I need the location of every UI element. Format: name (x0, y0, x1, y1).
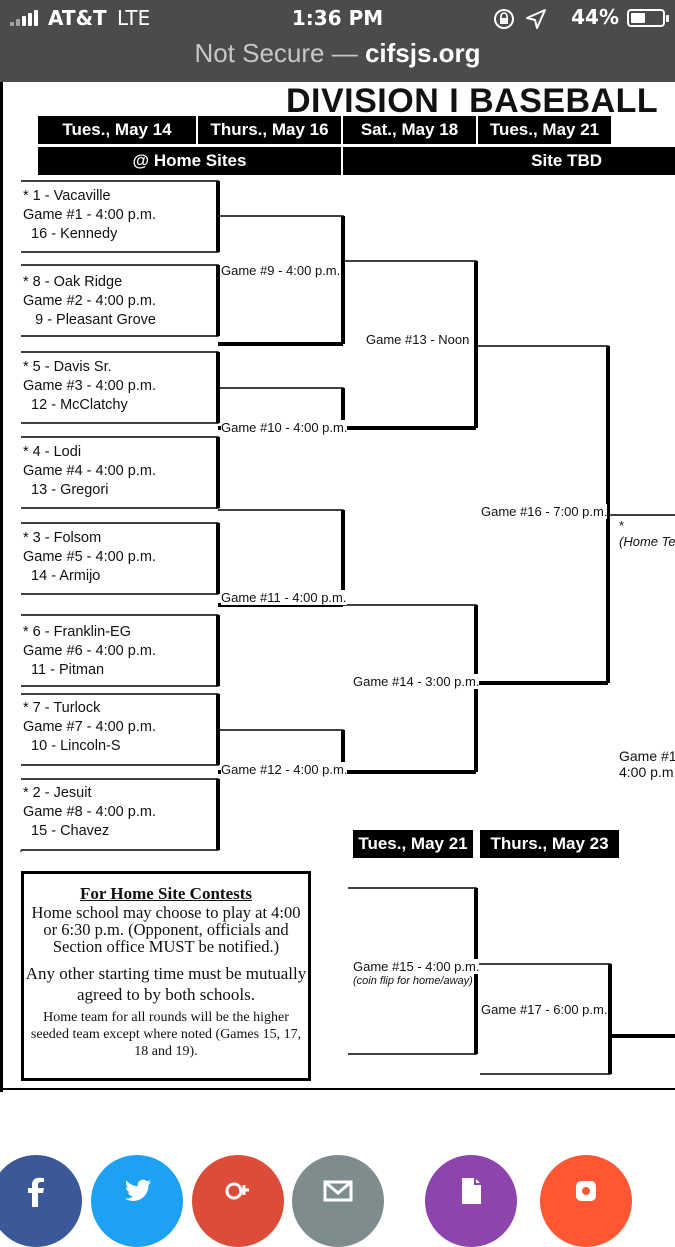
game-12-label: Game #12 - 4:00 p.m. (221, 762, 348, 777)
battery-icon (627, 9, 669, 27)
url-bar[interactable]: Not Secure — cifsjs.org (0, 38, 675, 82)
game-14-label: Game #14 - 3:00 p.m. (353, 674, 480, 689)
carrier-label: AT&T (48, 6, 107, 30)
date-header-lower-may21: Tues., May 21 (353, 830, 473, 858)
date-header-may16: Thurs., May 16 (198, 116, 341, 144)
game-16-label: Game #16 - 7:00 p.m. (481, 504, 608, 519)
date-header-may14: Tues., May 14 (38, 116, 196, 144)
info-paragraph-2: Any other starting time must be mutually… (25, 964, 307, 1004)
battery-percent: 44% (571, 5, 619, 29)
twitter-share-button[interactable] (91, 1155, 183, 1247)
home-team-partial: (Home Te (619, 534, 675, 549)
game-15-note: (coin flip for home/away) (353, 975, 473, 987)
info-heading: For Home Site Contests (79, 884, 253, 903)
orientation-lock-icon (494, 9, 514, 29)
not-secure-label: Not Secure — (194, 38, 365, 68)
home-team-star: * (619, 518, 625, 533)
more-icon (576, 1181, 596, 1201)
email-icon (323, 1180, 353, 1202)
game-18-time-partial: 4:00 p.m (619, 764, 674, 780)
info-paragraph-1: Home school may choose to play at 4:00 o… (31, 903, 301, 956)
document-icon (462, 1178, 481, 1204)
network-label: LTE (117, 6, 151, 30)
home-site-info-box: For Home Site Contests Home school may c… (21, 871, 311, 1081)
game-10-label: Game #10 - 4:00 p.m. (221, 420, 348, 435)
location-arrow-icon (526, 9, 546, 29)
email-share-button[interactable] (292, 1155, 384, 1247)
game-13-label: Game #13 - Noon (366, 332, 470, 347)
date-header-lower-may23: Thurs., May 23 (480, 830, 619, 858)
clock: 1:36 PM (291, 6, 384, 30)
game-17-label: Game #17 - 6:00 p.m. (481, 1002, 608, 1017)
matchup-3: * 5 - Davis Sr.Game #3 - 4:00 p.m. 12 - … (23, 359, 156, 413)
twitter-icon (124, 1179, 151, 1201)
game-9-label: Game #9 - 4:00 p.m. (221, 263, 341, 278)
site-header-home: @ Home Sites (38, 147, 341, 175)
status-bar: AT&T LTE 1:36 PM 44% (0, 0, 675, 38)
game-11-label: Game #11 - 4:00 p.m. (221, 590, 347, 605)
facebook-share-button[interactable] (0, 1155, 82, 1247)
date-header-may21: Tues., May 21 (478, 116, 611, 144)
game-15-label: Game #15 - 4:00 p.m. (353, 959, 480, 974)
facebook-icon (28, 1177, 44, 1207)
google-plus-icon (225, 1182, 249, 1200)
url-domain: cifsjs.org (364, 38, 481, 68)
bracket-page: DIVISION I BASEBALL Tues., May 14 Thurs.… (0, 82, 675, 1092)
page-title: DIVISION I BASEBALL (286, 82, 659, 120)
site-header-tbd: Site TBD (343, 147, 675, 175)
document-share-button[interactable] (425, 1155, 517, 1247)
google-plus-share-button[interactable] (192, 1155, 284, 1247)
game-18-partial: Game #1 (619, 748, 675, 764)
more-share-button[interactable] (540, 1155, 632, 1247)
page-bottom-divider (0, 1088, 675, 1090)
date-header-may18: Sat., May 18 (343, 116, 476, 144)
info-paragraph-3: Home team for all rounds will be the hig… (30, 1010, 302, 1059)
